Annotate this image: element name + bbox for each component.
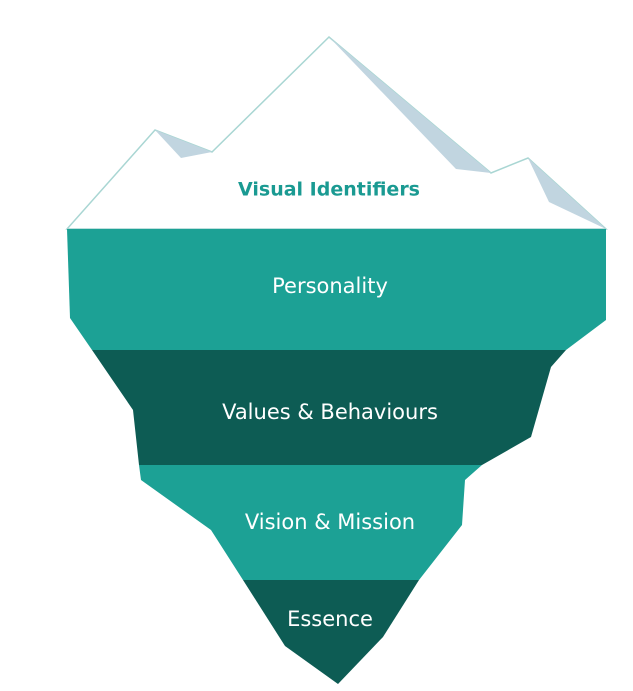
tip-label: Visual Identifiers [238, 179, 420, 201]
iceberg-tip: Visual Identifiers [65, 35, 608, 230]
tip-shadow-main [329, 37, 491, 173]
layer-vision-mission-shape [139, 465, 482, 580]
layer-personality: Personality [67, 229, 606, 350]
layer-values-behaviours-label: Values & Behaviours [222, 400, 438, 424]
layer-essence-label: Essence [287, 607, 373, 631]
layer-vision-mission: Vision & Mission [139, 465, 482, 580]
layer-essence-shape [243, 580, 419, 684]
layer-personality-label: Personality [272, 274, 388, 298]
tip-shadow-right [528, 158, 606, 229]
layer-essence: Essence [243, 580, 419, 684]
layer-personality-shape [67, 229, 606, 350]
layer-vision-mission-label: Vision & Mission [245, 510, 415, 534]
layer-values-behaviours: Values & Behaviours [92, 350, 566, 465]
layer-values-behaviours-shape [92, 350, 566, 465]
tip-shadow-left [155, 130, 212, 158]
